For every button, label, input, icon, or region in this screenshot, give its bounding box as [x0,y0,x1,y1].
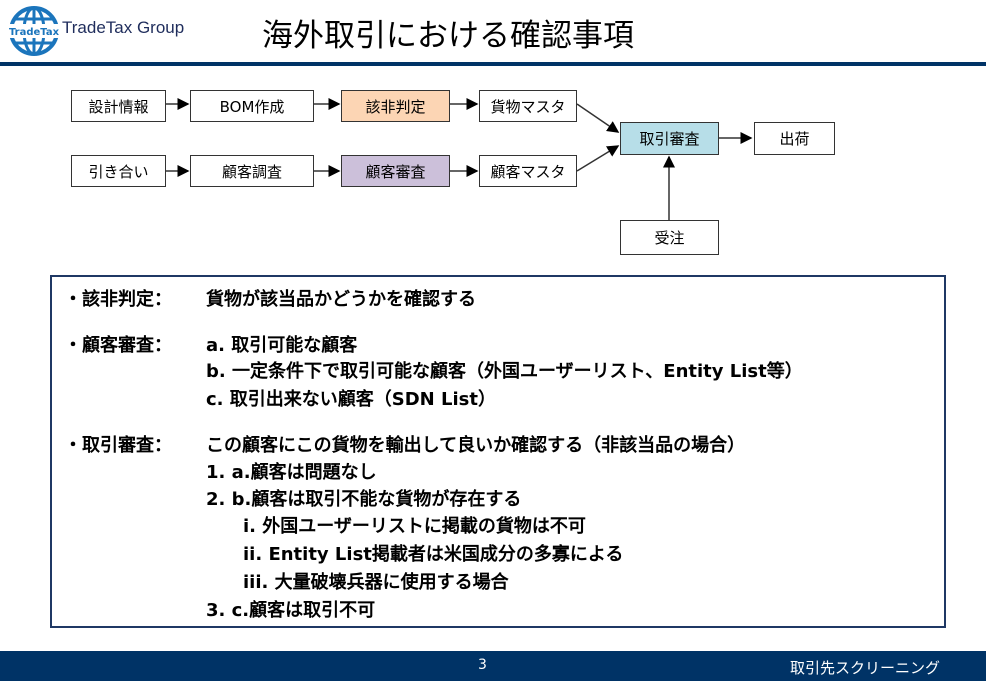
note-text: 3. c.顧客は取引不可 [206,600,376,621]
note-text: 1. a.顧客は問題なし [206,462,377,483]
svg-text:TradeTax: TradeTax [9,27,60,38]
flow-goods-master: 貨物マスタ [479,90,577,122]
note-text: 2. b.顧客は取引不能な貨物が存在する [206,489,522,510]
flow-inquiry: 引き合い [71,155,166,187]
header-divider [0,62,986,66]
flow-customer-master: 顧客マスタ [479,155,577,187]
flow-classification: 該非判定 [341,90,450,122]
note-text: a. 取引可能な顧客 [206,335,358,356]
note-text: iii. 大量破壊兵器に使用する場合 [243,572,509,593]
notes-panel [50,275,946,628]
note-text: ii. Entity List掲載者は米国成分の多寡による [243,544,624,565]
flow-bom: BOM作成 [190,90,314,122]
flow-transaction-review: 取引審査 [620,122,719,155]
flow-customer-research: 顧客調査 [190,155,314,187]
logo-text: TradeTax Group [62,18,185,37]
note-label-customer: ・顧客審査： [64,335,172,356]
note-label-transaction: ・取引審査： [64,435,172,456]
page-title: 海外取引における確認事項 [262,18,634,54]
note-text: i. 外国ユーザーリストに掲載の貨物は不可 [243,516,586,537]
flow-design-info: 設計情報 [71,90,166,122]
flow-customer-review: 顧客審査 [341,155,450,187]
flow-shipping: 出荷 [754,122,835,155]
note-text: 貨物が該当品かどうかを確認する [206,289,476,310]
note-text: c. 取引出来ない顧客（SDN List） [206,389,496,410]
footer: 3 取引先スクリーニング [0,651,986,681]
note-text: この顧客にこの貨物を輸出して良いか確認する（非該当品の場合） [206,435,746,456]
logo-globe-icon: TradeTax [8,5,60,57]
page-number: 3 [478,657,487,673]
flow-order: 受注 [620,220,719,255]
flow-arrows [166,98,753,220]
note-text: b. 一定条件下で取引可能な顧客（外国ユーザーリスト、Entity List等） [206,361,803,382]
footer-section: 取引先スクリーニング [790,659,941,677]
note-label-classification: ・該非判定： [64,289,172,310]
